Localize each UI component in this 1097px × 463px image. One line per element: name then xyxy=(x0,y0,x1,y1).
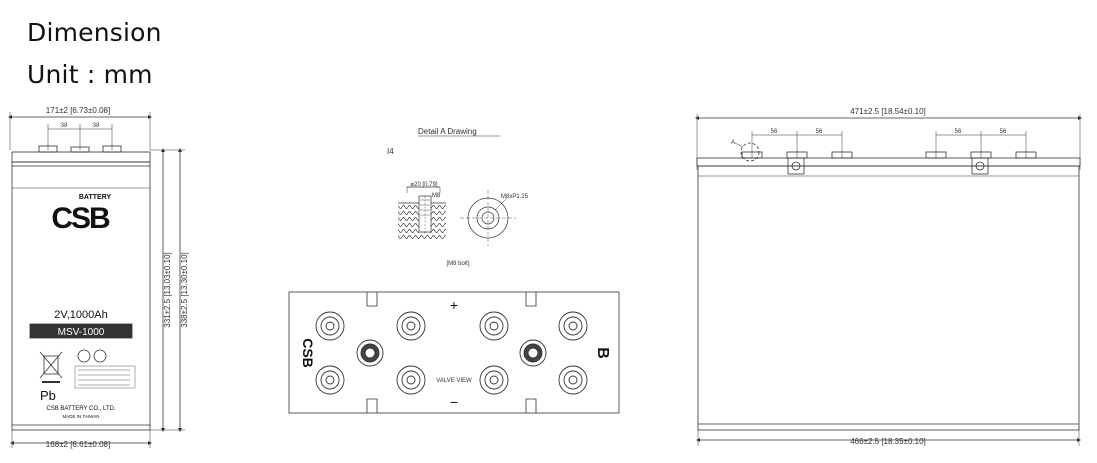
vent-valve xyxy=(519,339,547,367)
terminal-post xyxy=(479,365,509,395)
model-text: MSV-1000 xyxy=(58,327,105,338)
detail-callout-circle xyxy=(740,142,760,162)
detail-thread: M8xP1.25 xyxy=(501,194,529,200)
terminal-post xyxy=(484,370,504,390)
terminal-post xyxy=(484,316,504,336)
callout-letter: A xyxy=(731,140,735,146)
side-top-width: 471±2.5 [18.54±0.10] xyxy=(850,107,926,116)
detail-title: Detail A Drawing xyxy=(418,127,477,136)
made-in-text: MADE IN TAIWAN xyxy=(63,414,100,419)
detail-a xyxy=(398,135,516,246)
negative-sign: − xyxy=(450,394,458,410)
terminal-post xyxy=(315,365,345,395)
certification-icon xyxy=(74,349,136,389)
vent-valve xyxy=(356,339,384,367)
crossed-bin-icon xyxy=(39,351,63,383)
side-view xyxy=(695,114,1082,446)
top-logo-left: CSB xyxy=(300,338,316,368)
page-title: Dimension xyxy=(27,18,162,47)
detail-diameter: ⌀20 [0.79] xyxy=(411,182,438,188)
rating-text: 2V,1000Ah xyxy=(54,309,107,321)
terminal-post xyxy=(406,375,416,385)
terminal-post xyxy=(320,316,340,336)
side-bottom-width: 466±2.5 [18.35±0.10] xyxy=(850,437,926,446)
brand-logo: CSB xyxy=(51,202,110,235)
terminal-post xyxy=(396,311,426,341)
front-height-inner: 331±2.5 [13.03±0.10] xyxy=(163,252,172,328)
top-logo-right: B xyxy=(594,347,611,359)
terminal-post xyxy=(563,370,583,390)
recycle-icon xyxy=(93,349,107,363)
terminal-post xyxy=(558,365,588,395)
front-height-outer: 338±2.5 [13.30±0.10] xyxy=(180,252,189,328)
battery-lid xyxy=(11,151,151,163)
front-top-width: 171±2 [6.73±0.08] xyxy=(46,106,110,115)
vent-valve xyxy=(364,347,376,359)
terminal-post xyxy=(401,370,421,390)
front-spacing-right: 38 xyxy=(93,123,100,129)
front-view xyxy=(8,112,185,448)
detail-m8: M8 xyxy=(432,193,441,199)
pb-symbol: Pb xyxy=(40,388,56,403)
front-bottom-width: 168±2 [6.61±0.08] xyxy=(46,440,110,449)
terminal-post xyxy=(479,311,509,341)
top-view xyxy=(288,291,620,414)
terminal-post xyxy=(489,321,499,331)
vent-valve xyxy=(527,347,539,359)
terminal-post xyxy=(558,311,588,341)
terminal-post xyxy=(563,316,583,336)
terminal-post xyxy=(568,321,578,331)
terminal-post xyxy=(568,375,578,385)
valve-label: VALVE VIEW xyxy=(436,378,472,384)
terminal-post xyxy=(406,321,416,331)
side-body xyxy=(697,165,1080,431)
positive-sign: + xyxy=(450,297,458,313)
unit-label: Unit : mm xyxy=(27,60,153,89)
company-text: CSB BATTERY CO., LTD. xyxy=(46,406,116,412)
terminal-post xyxy=(325,321,335,331)
side-spacing-1: 56 xyxy=(771,129,778,135)
detail-bolt: [M8 bolt] xyxy=(446,261,469,267)
terminal-post xyxy=(320,370,340,390)
top-view-outline xyxy=(288,291,620,414)
top-view-terminals xyxy=(315,311,588,395)
terminal-plan-view xyxy=(460,190,516,246)
terminal-post xyxy=(401,316,421,336)
battery-body xyxy=(11,161,151,431)
side-spacing-3: 56 xyxy=(955,129,962,135)
side-spacing-4: 56 xyxy=(1000,129,1007,135)
detail-ref: I4 xyxy=(387,147,394,156)
terminal-post xyxy=(315,311,345,341)
terminal-post xyxy=(489,375,499,385)
front-spacing-left: 38 xyxy=(61,123,68,129)
side-spacing-2: 56 xyxy=(816,129,823,135)
brand-battery-text: BATTERY xyxy=(79,194,112,201)
terminal-post xyxy=(396,365,426,395)
terminal-post xyxy=(325,375,335,385)
model-label-box xyxy=(29,323,133,339)
